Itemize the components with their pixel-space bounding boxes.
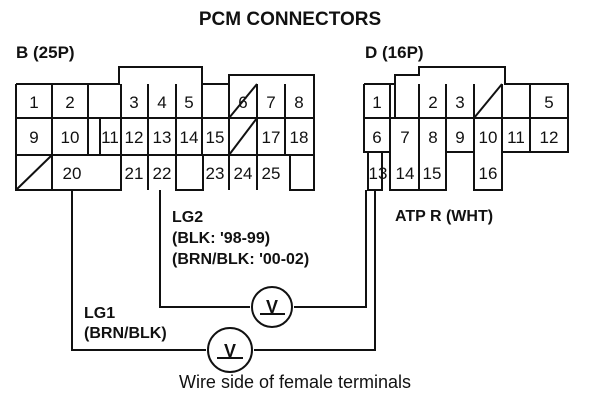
lg2-color-label-1: (BLK: '98-99): [172, 230, 270, 247]
lg2-wire: [159, 190, 250, 308]
pin-b7: 7: [266, 93, 275, 112]
lg1-color-label: (BRN/BLK): [84, 325, 167, 342]
pin-d3: 3: [455, 93, 464, 112]
pin-d2: 2: [428, 93, 437, 112]
pin-d12: 12: [540, 128, 559, 147]
pin-b9: 9: [29, 128, 38, 147]
pin-b24: 24: [234, 164, 253, 183]
pin-d9: 9: [455, 128, 464, 147]
pin-b15: 15: [206, 128, 225, 147]
pin-b1: 1: [29, 93, 38, 112]
connector-b-outline: [15, 66, 315, 191]
pin-b14: 14: [180, 128, 199, 147]
voltmeter-lower-symbol: V: [224, 341, 236, 361]
pin-b20: 20: [63, 164, 82, 183]
lg2-wire-right: [294, 190, 367, 308]
page-title: PCM CONNECTORS: [199, 9, 381, 30]
pin-d8: 8: [428, 128, 437, 147]
atp-wire-label: ATP R (WHT): [395, 208, 493, 225]
pin-b18: 18: [290, 128, 309, 147]
pin-b6: 6: [238, 93, 247, 112]
lg1-label: LG1: [84, 305, 115, 322]
pin-b25: 25: [262, 164, 281, 183]
connector-d-label: D (16P): [365, 43, 424, 62]
pin-d14: 14: [396, 164, 415, 183]
pin-d10: 10: [479, 128, 498, 147]
pin-b3: 3: [129, 93, 138, 112]
pin-b11: 11: [101, 128, 119, 147]
pin-d11: 11: [507, 128, 525, 147]
pin-d13: 13: [369, 164, 388, 183]
pin-b13: 13: [153, 128, 172, 147]
pin-d15: 15: [423, 164, 442, 183]
pin-b5: 5: [184, 93, 193, 112]
lg2-color-label-2: (BRN/BLK: '00-02): [172, 251, 309, 268]
pin-d6: 6: [372, 128, 381, 147]
lg2-label: LG2: [172, 209, 203, 226]
pin-b22: 22: [153, 164, 172, 183]
voltmeter-lower: [207, 327, 253, 373]
pin-b4: 4: [157, 93, 166, 112]
pin-d5: 5: [544, 93, 553, 112]
pin-b21: 21: [125, 164, 144, 183]
pin-d7: 7: [400, 128, 409, 147]
voltmeter-upper-symbol: V: [266, 297, 278, 317]
pin-d1: 1: [372, 93, 381, 112]
pin-b23: 23: [206, 164, 225, 183]
pin-b17: 17: [262, 128, 281, 147]
pin-b2: 2: [65, 93, 74, 112]
lg1-wire-right: [254, 190, 376, 351]
voltmeter-upper: [251, 286, 293, 328]
diagram-caption: Wire side of female terminals: [179, 372, 411, 392]
pin-d16: 16: [479, 164, 498, 183]
connector-outlines: [15, 66, 569, 373]
lg1-wire: [71, 190, 206, 351]
pin-b12: 12: [125, 128, 144, 147]
pin-b8: 8: [294, 93, 303, 112]
connector-b-label: B (25P): [16, 43, 75, 62]
pin-b10: 10: [61, 128, 80, 147]
